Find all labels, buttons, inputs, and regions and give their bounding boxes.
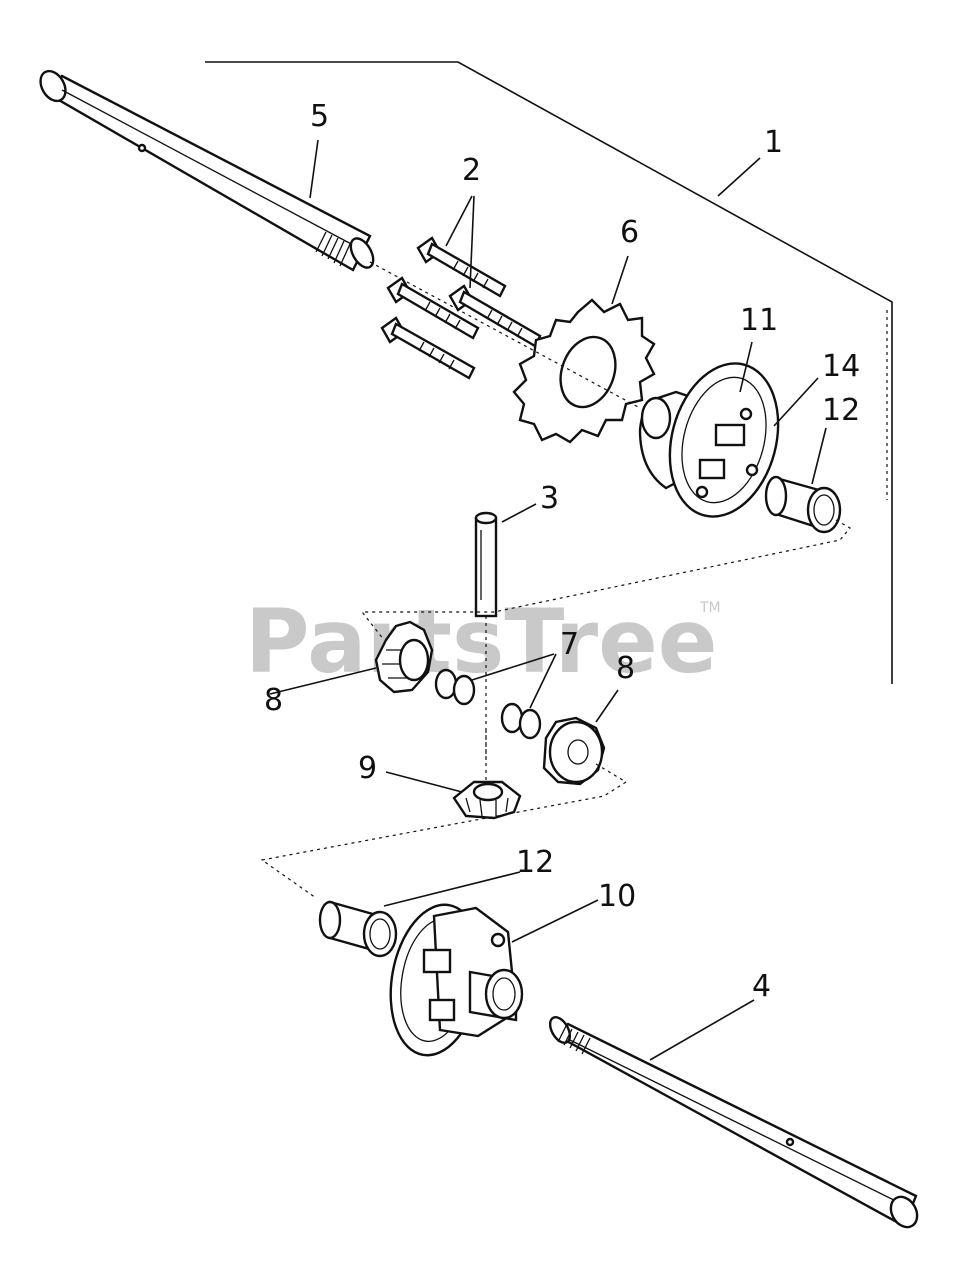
callout-5: 5 (310, 99, 329, 134)
bolt (386, 276, 480, 340)
callout-8-right: 8 (616, 651, 635, 686)
callout-3: 3 (540, 481, 559, 516)
case-half-left (389, 903, 524, 1057)
axle-shaft-lower (548, 1016, 919, 1229)
callout-8-left: 8 (264, 683, 283, 718)
callout-4: 4 (752, 969, 771, 1004)
callout-9: 9 (358, 751, 377, 786)
bushing-upper (764, 475, 842, 534)
side-gear-right (542, 716, 606, 786)
callout-2: 2 (462, 153, 481, 188)
callout-11: 11 (740, 303, 778, 338)
callout-7: 7 (560, 627, 579, 662)
leader-lines (269, 139, 827, 1061)
pinion-gear (452, 780, 522, 820)
watermark-trademark: TM (699, 600, 721, 616)
case-half-right (638, 362, 780, 518)
callout-12-upper: 12 (822, 393, 860, 428)
spline-upper (315, 231, 351, 267)
pin (474, 511, 498, 618)
bolt (380, 316, 476, 380)
bolt (448, 284, 542, 348)
spline-lower (557, 1025, 591, 1055)
bolts (380, 236, 542, 380)
bushing-lower (318, 900, 398, 958)
callout-1: 1 (764, 125, 783, 160)
sprocket (512, 298, 656, 444)
callout-10: 10 (598, 879, 636, 914)
callout-14: 14 (822, 349, 860, 384)
assembly-bracket (205, 61, 893, 684)
side-gear-left (374, 620, 434, 694)
assembly-paths (260, 261, 851, 899)
callout-12-lower: 12 (516, 845, 554, 880)
bolt (416, 236, 507, 298)
axle-shaft-upper (39, 69, 375, 272)
callouts: 1 2 3 4 5 6 7 8 8 9 10 11 12 12 14 (264, 99, 860, 1004)
thrust-washers (434, 668, 542, 740)
callout-6: 6 (620, 215, 639, 250)
